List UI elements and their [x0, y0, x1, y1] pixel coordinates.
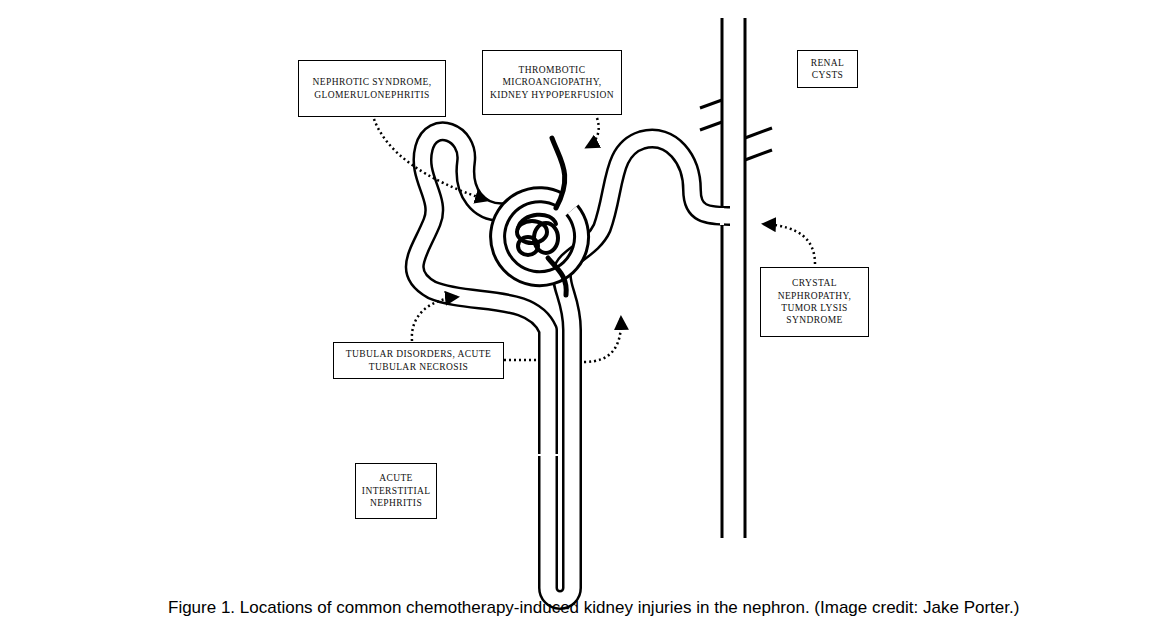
drawing-part [764, 224, 815, 264]
drawing-part [498, 195, 582, 279]
drawing-part [504, 359, 537, 362]
drawing-part [700, 122, 722, 130]
drawing-part [412, 297, 457, 341]
callout-text: TUBULAR DISORDERS, ACUTE TUBULAR NECROSI… [340, 348, 497, 373]
callout-box: THROMBOTIC MICROANGIOPATHY, KIDNEY HYPOP… [482, 50, 622, 115]
leader-lines [374, 118, 815, 362]
callout-box: NEPHROTIC SYNDROME, GLOMERULONEPHRITIS [298, 60, 446, 117]
drawing-part [700, 100, 722, 108]
glomerulus [517, 138, 566, 295]
callout-text: ACUTE INTERSTITIAL NEPHRITIS [362, 472, 430, 509]
callout-box: ACUTE INTERSTITIAL NEPHRITIS [355, 463, 437, 519]
drawing-part [518, 215, 556, 228]
drawing-part [518, 237, 538, 255]
figure-caption: Figure 1. Locations of common chemothera… [168, 598, 1158, 618]
drawing-part [374, 119, 487, 200]
callout-text: THROMBOTIC MICROANGIOPATHY, KIDNEY HYPOP… [489, 64, 615, 101]
callout-text: CRYSTAL NEPHROPATHY, TUMOR LYSIS SYNDROM… [767, 277, 862, 326]
drawing-part [537, 454, 559, 456]
callout-box: RENAL CYSTS [797, 50, 858, 88]
callout-box: TUBULAR DISORDERS, ACUTE TUBULAR NECROSI… [333, 342, 504, 379]
drawing-part [548, 258, 566, 295]
drawing-part [587, 118, 599, 147]
drawing-part [721, 18, 724, 538]
drawing-part [498, 195, 582, 279]
bowman-capsule [498, 195, 582, 279]
drawing-part [720, 208, 724, 225]
drawing-part [584, 318, 621, 362]
callout-box: CRYSTAL NEPHROPATHY, TUMOR LYSIS SYNDROM… [760, 267, 869, 337]
drawing-part [744, 18, 747, 538]
drawing-part [745, 150, 772, 160]
drawing-part [745, 128, 772, 138]
callout-text: NEPHROTIC SYNDROME, GLOMERULONEPHRITIS [305, 76, 439, 101]
drawing-part [552, 138, 565, 208]
callout-text: RENAL CYSTS [804, 57, 851, 82]
